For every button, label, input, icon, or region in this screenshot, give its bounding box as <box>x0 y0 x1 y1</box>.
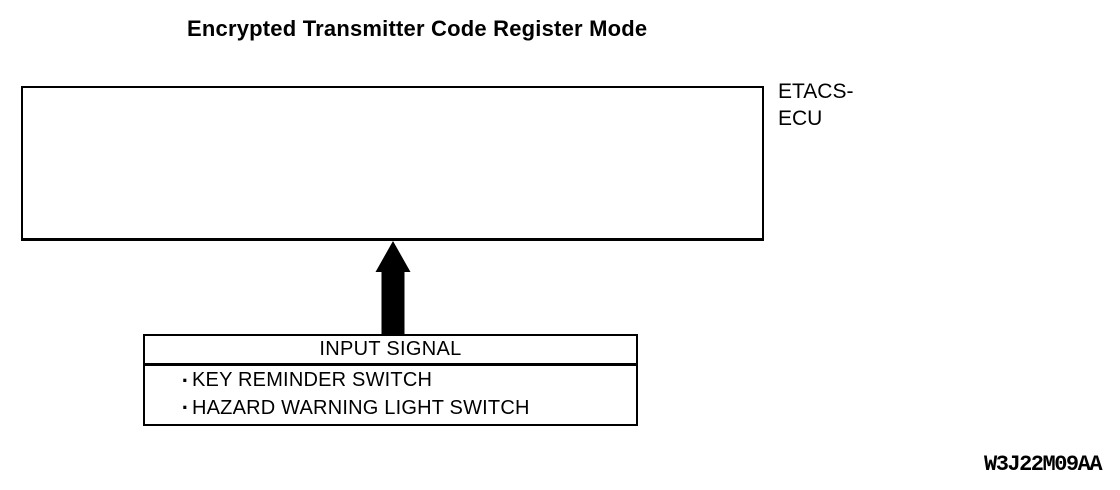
input-item-label: KEY REMINDER SWITCH <box>192 369 433 392</box>
etacs-ecu-label-line1: ETACS- <box>778 80 854 103</box>
etacs-ecu-box <box>21 86 764 241</box>
input-signal-box: INPUT SIGNAL · KEY REMINDER SWITCH · HAZ… <box>143 334 638 426</box>
etacs-ecu-label-line2: ECU <box>778 107 823 130</box>
arrow-up-icon <box>375 241 411 334</box>
input-signal-header: INPUT SIGNAL <box>145 336 636 366</box>
input-signal-items: · KEY REMINDER SWITCH · HAZARD WARNING L… <box>145 366 636 424</box>
bullet-icon: · <box>181 395 190 421</box>
etacs-ecu-label: ETACS- ECU <box>778 78 853 132</box>
diagram-title: Encrypted Transmitter Code Register Mode <box>187 16 648 41</box>
bullet-icon: · <box>181 367 190 393</box>
figure-code: W3J22M09AA <box>984 452 1103 477</box>
list-item: · HAZARD WARNING LIGHT SWITCH <box>145 395 636 422</box>
input-item-label: HAZARD WARNING LIGHT SWITCH <box>192 396 530 419</box>
list-item: · KEY REMINDER SWITCH <box>145 367 636 394</box>
